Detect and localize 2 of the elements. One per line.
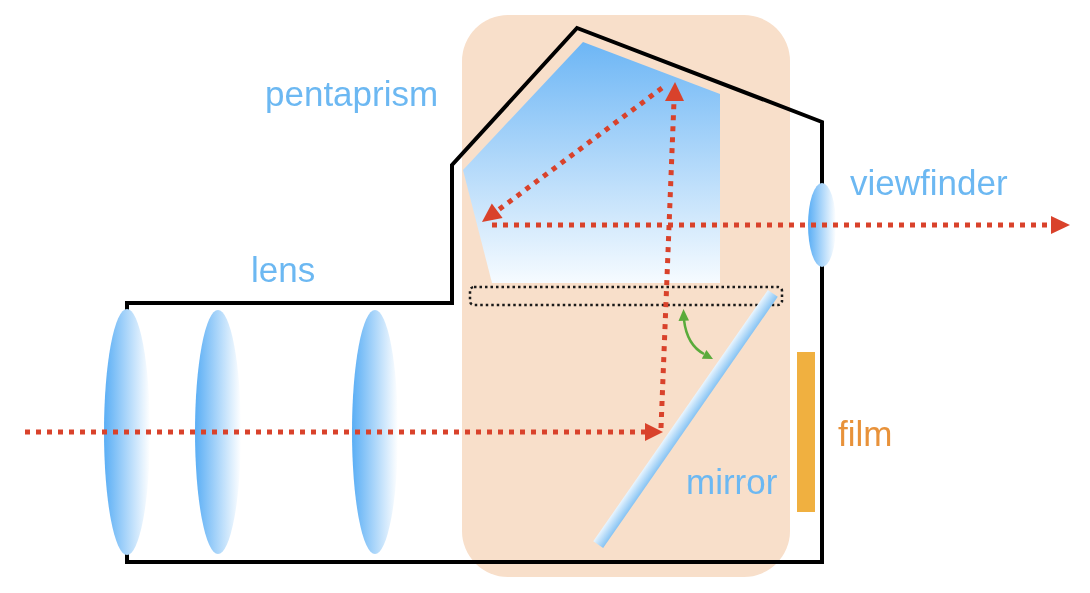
part-label: film	[838, 416, 893, 451]
part-label: viewfinder	[850, 165, 1008, 200]
